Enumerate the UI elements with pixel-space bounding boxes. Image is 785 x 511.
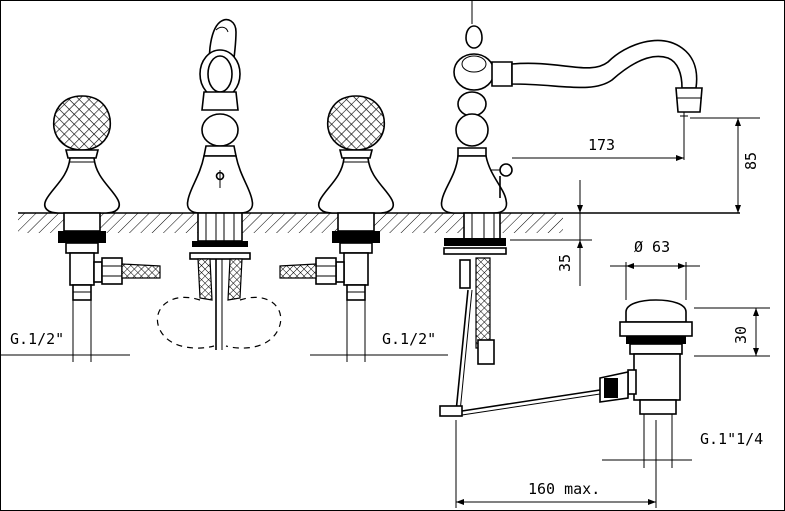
right-crystal-handle: [279, 95, 448, 362]
spout-assembly: [439, 0, 703, 417]
spout-reach-label: 173: [588, 136, 615, 154]
waste-thread-label: G.1"1/4: [700, 430, 763, 448]
right-thread-label: G.1/2": [382, 330, 436, 348]
spout-height-dimension: [690, 117, 760, 213]
deck-thickness-dimension: [510, 180, 592, 286]
waste-diameter-label: Ø 63: [634, 238, 670, 256]
left-crystal-handle: [0, 95, 161, 362]
center-spout-body: [156, 18, 282, 350]
rod-length-dimension: [455, 420, 657, 508]
left-thread-label: G.1/2": [10, 330, 64, 348]
spout-reach-dimension: [512, 112, 685, 161]
countertop-deck: [18, 212, 740, 233]
pop-up-waste: [599, 299, 693, 468]
rod-length-label: 160 max.: [528, 480, 600, 498]
deck-thickness-label: 35: [556, 254, 574, 272]
waste-diameter-dimension: [610, 262, 700, 300]
waste-height-label: 30: [732, 326, 750, 344]
waste-height-dimension: [694, 307, 770, 357]
spout-height-label: 85: [742, 152, 760, 170]
